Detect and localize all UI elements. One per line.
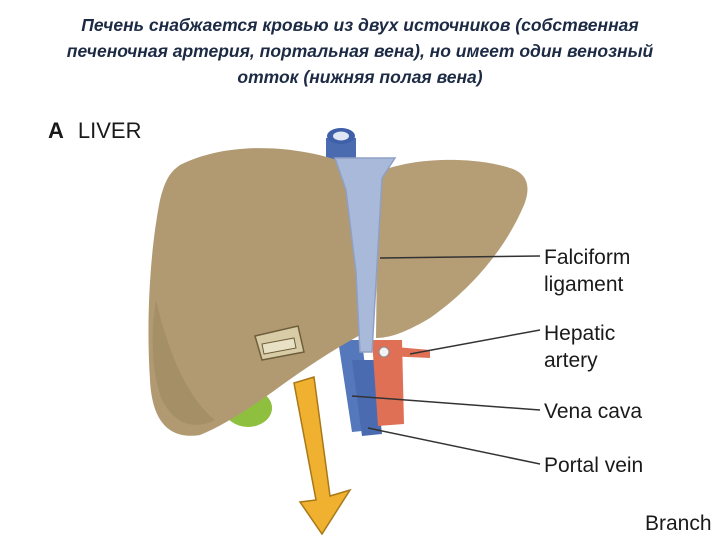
panel-label: A LIVER [48, 118, 141, 144]
hepatic-label-line-2: artery [544, 349, 598, 372]
hepatic-artery-leader [409, 329, 541, 355]
portal-vein-leader [367, 427, 541, 465]
panel-letter: A [48, 118, 64, 143]
liver-left-lobe [376, 159, 528, 338]
portal-vein [352, 360, 382, 436]
slide-title: Печень снабжается кровью из двух источни… [0, 12, 720, 90]
branch-label-cut: Branch [645, 512, 712, 535]
portal-vein-label: Portal vein [544, 452, 643, 479]
falciform-ligament-label: Falciform ligament [544, 244, 630, 298]
falciform-label-line-2: ligament [544, 273, 624, 296]
hepatic-artery-vessel [372, 340, 404, 426]
falciform-leader [379, 255, 541, 259]
porta-hepatis-inner [261, 337, 297, 355]
title-line-3: отток (нижняя полая вена) [237, 67, 483, 87]
hepatic-artery-label: Hepatic artery [544, 320, 615, 374]
hepatic-artery-branch [384, 346, 430, 358]
hepatic-label-line-1: Hepatic [544, 322, 616, 345]
vena-cava-label-text: Vena cava [544, 400, 643, 423]
liver-shadow [152, 300, 215, 425]
title-line-2: печеночная артерия, портальная вена), но… [66, 41, 654, 61]
falciform-ligament-shape [333, 157, 397, 353]
ligament-knot [378, 346, 390, 358]
vena-cava-leader [351, 395, 541, 411]
liver-right-lobe [148, 148, 380, 436]
vena-cava-label: Vena cava [544, 398, 642, 425]
flow-arrow [293, 376, 352, 536]
title-line-1: Печень снабжается кровью из двух источни… [81, 15, 639, 35]
panel-title: LIVER [77, 118, 142, 143]
vena-cava-lumen [333, 131, 349, 141]
portal-vein-label-text: Portal vein [544, 454, 644, 477]
falciform-label-line-1: Falciform [544, 246, 631, 269]
